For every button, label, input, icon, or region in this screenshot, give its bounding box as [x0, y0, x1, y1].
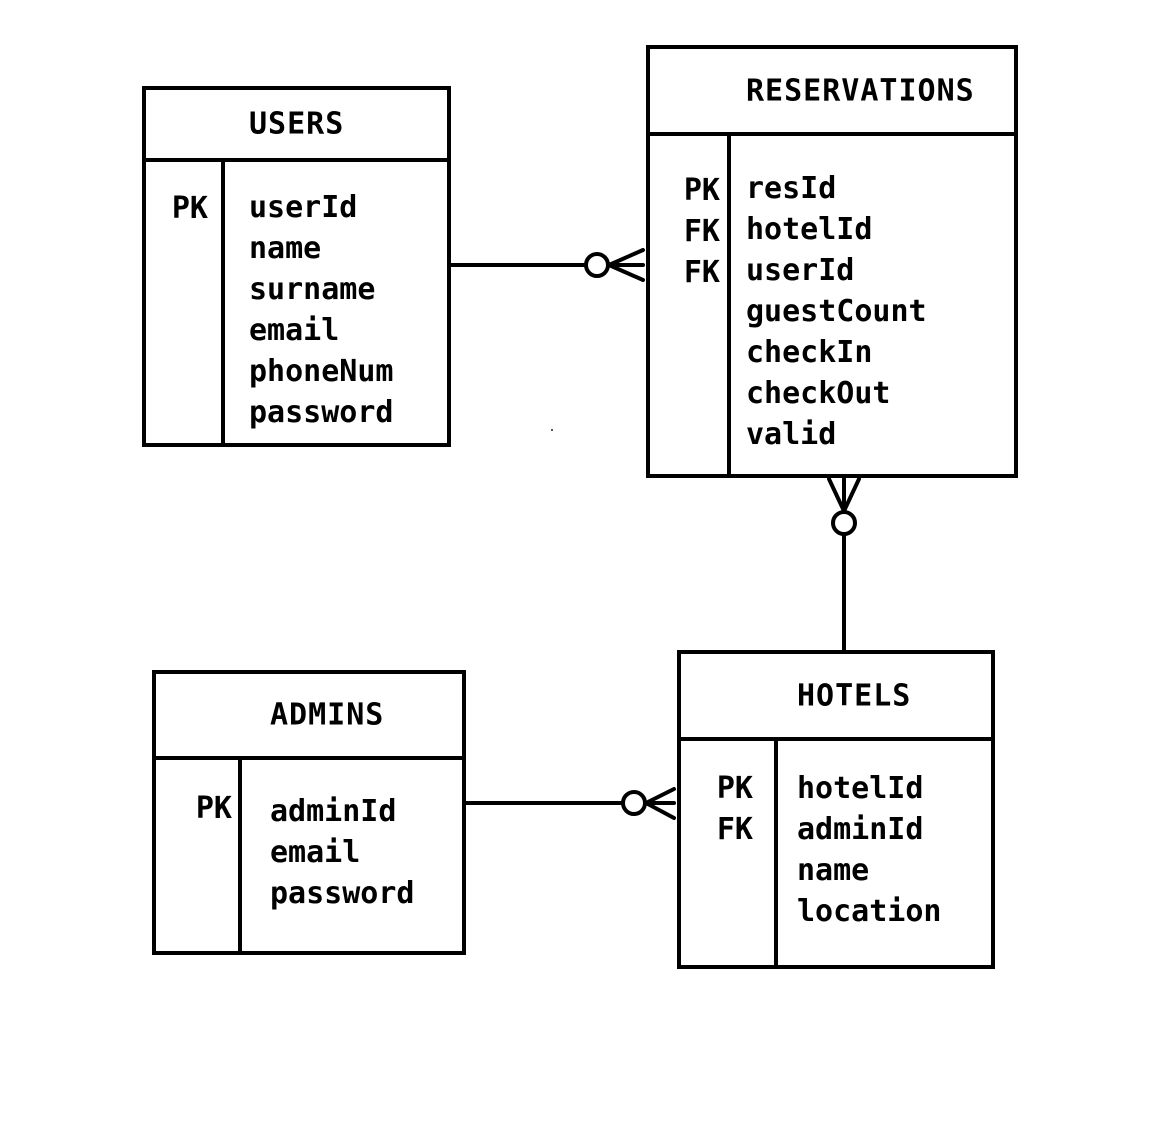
admins-entity: ADMINS PK adminId email password: [152, 670, 466, 955]
hotels-reservations-crow-left: [827, 477, 846, 513]
hotels-attr-location: location: [797, 894, 942, 929]
admins-attr-password: password: [270, 876, 415, 911]
reservations-attr-checkin: checkIn: [746, 335, 873, 370]
admins-hotels-zero-circle: [621, 790, 647, 816]
relationship-admins-hotels: [464, 787, 676, 820]
stray-dot: [551, 429, 553, 431]
admins-attribute-list: adminId email password: [270, 791, 415, 914]
users-reservations-crow-top: [607, 248, 645, 267]
hotels-attr-name: name: [797, 853, 870, 888]
hotels-reservations-crow-right: [842, 477, 861, 513]
hotels-attr-adminid: adminId: [797, 812, 924, 847]
users-header: USERS: [146, 90, 447, 162]
hotels-key-column: PK FK: [711, 768, 753, 850]
reservations-attr-resid: resId: [746, 171, 837, 206]
reservations-title: RESERVATIONS: [746, 73, 975, 108]
hotels-entity: HOTELS PK FK hotelId adminId name locati…: [677, 650, 995, 969]
hotels-title: HOTELS: [797, 678, 912, 713]
users-attr-email: email: [249, 313, 340, 348]
hotels-key-1: FK: [716, 812, 753, 847]
hotels-key-0: PK: [716, 771, 753, 806]
reservations-attr-guestcount: guestCount: [746, 294, 927, 329]
users-key-column: PK: [166, 188, 208, 229]
users-reservations-crow-bottom: [607, 263, 645, 282]
users-key-divider: [221, 162, 225, 443]
admins-header: ADMINS: [156, 674, 462, 760]
users-title: USERS: [249, 106, 345, 142]
users-attr-surname: surname: [249, 272, 376, 307]
hotels-key-divider: [774, 741, 778, 965]
users-reservations-zero-circle: [584, 252, 610, 278]
admins-attr-email: email: [270, 835, 361, 870]
hotels-reservations-zero-circle: [831, 510, 857, 536]
users-key-0: PK: [171, 191, 208, 226]
admins-title: ADMINS: [270, 697, 385, 733]
admins-hotels-crow-top: [644, 787, 676, 805]
relationship-users-reservations: [449, 248, 645, 282]
reservations-header: RESERVATIONS: [650, 49, 1014, 136]
reservations-key-0: PK: [683, 173, 720, 208]
reservations-entity: RESERVATIONS PK FK FK resId hotelId user…: [646, 45, 1018, 478]
reservations-key-divider: [727, 136, 731, 474]
users-attr-userid: userId: [249, 190, 358, 225]
users-attr-phonenum: phoneNum: [249, 354, 394, 389]
reservations-attr-hotelid: hotelId: [746, 212, 873, 247]
admins-hotels-crow-bottom: [644, 801, 676, 820]
admins-attr-adminid: adminId: [270, 794, 397, 829]
users-entity: USERS PK userId name surname email phone…: [142, 86, 451, 447]
hotels-header: HOTELS: [681, 654, 991, 741]
reservations-attr-valid: valid: [746, 417, 837, 452]
reservations-attr-checkout: checkOut: [746, 376, 891, 411]
reservations-attribute-list: resId hotelId userId guestCount checkIn …: [746, 168, 927, 455]
relationship-hotels-reservations: [827, 477, 861, 654]
reservations-key-column: PK FK FK: [678, 170, 720, 293]
reservations-attr-userid: userId: [746, 253, 855, 288]
reservations-key-2: FK: [683, 255, 720, 290]
admins-key-column: PK: [190, 788, 232, 829]
reservations-key-1: FK: [683, 214, 720, 249]
hotels-attribute-list: hotelId adminId name location: [797, 768, 942, 932]
hotels-attr-hotelid: hotelId: [797, 771, 924, 806]
users-attr-password: password: [249, 395, 394, 430]
users-attribute-list: userId name surname email phoneNum passw…: [249, 187, 394, 433]
admins-key-divider: [238, 760, 242, 951]
users-attr-name: name: [249, 231, 322, 266]
admins-key-0: PK: [195, 791, 232, 826]
